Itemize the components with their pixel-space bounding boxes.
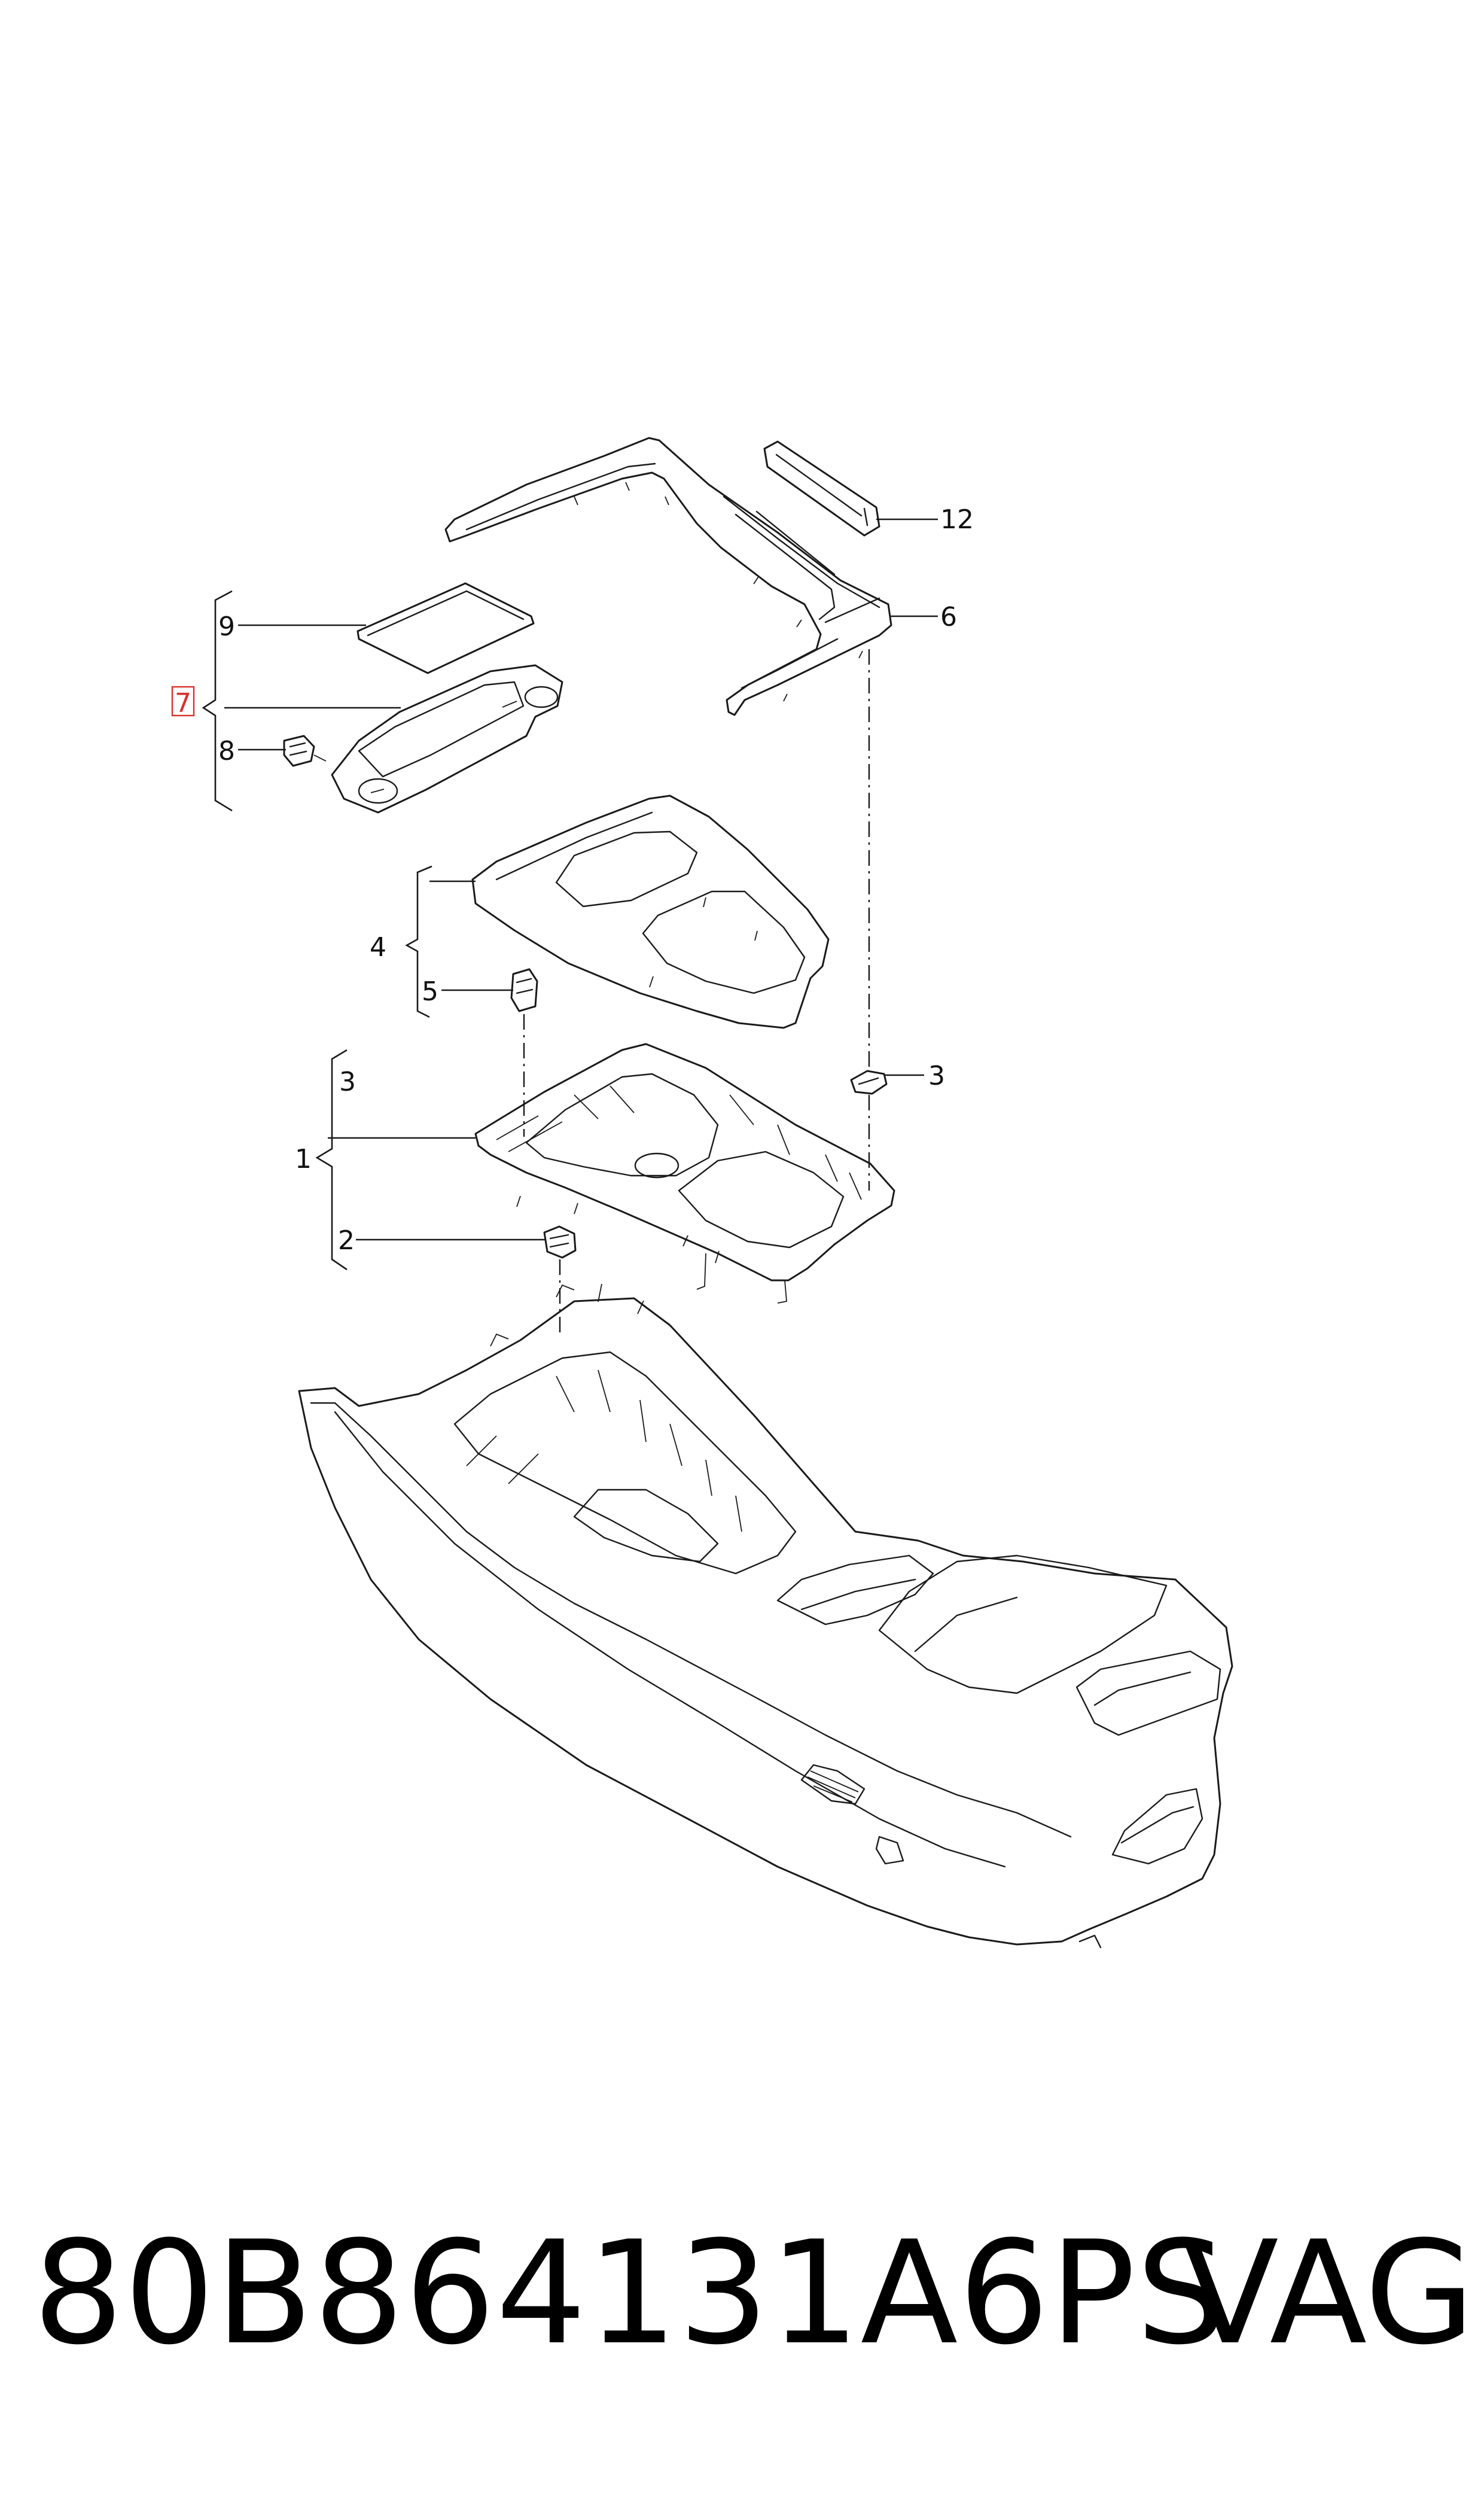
part-number-label: 80B864131A6PS (33, 2211, 1227, 2376)
brand-label: VAG (1181, 2211, 1475, 2376)
part-9-cover-plate (356, 582, 535, 674)
part-7-insert-panel (331, 664, 563, 814)
callout-12: 12 (940, 504, 974, 535)
callout-4: 4 (370, 932, 386, 963)
callout-9: 9 (218, 611, 235, 642)
part-8-clip (283, 735, 327, 767)
leader-lines (224, 518, 938, 1241)
callout-3-right: 3 (928, 1061, 945, 1091)
callout-2: 2 (338, 1225, 355, 1256)
callout-7: 7 (175, 688, 191, 719)
callout-6: 6 (940, 602, 957, 632)
part-4-console-cover (471, 795, 830, 1029)
group-braces (202, 590, 432, 1271)
callout-1: 1 (295, 1144, 312, 1174)
callout-5: 5 (422, 976, 438, 1007)
lower-console-body (298, 1283, 1233, 1949)
callout-8: 8 (218, 736, 235, 766)
alignment-lines (523, 649, 870, 1334)
callout-labels: 12 6 9 7 8 4 5 3 3 1 2 (171, 504, 974, 1256)
part-5-clip (510, 968, 538, 1012)
part-3-clip-right (850, 1070, 888, 1095)
callout-3-upper-left: 3 (339, 1067, 356, 1097)
part-2-clip (543, 1225, 577, 1259)
callout-7-highlight-box (171, 686, 195, 717)
part-6-trim-frame (444, 437, 892, 716)
part-12-trim-strip (763, 440, 880, 537)
part-1-inner-frame (474, 1043, 895, 1304)
